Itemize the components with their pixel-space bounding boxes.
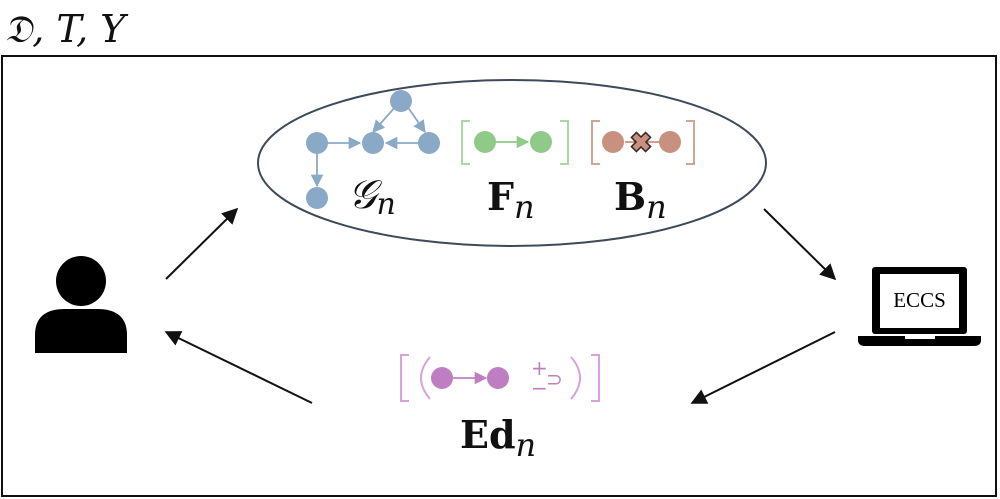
graph-node: [306, 187, 328, 209]
edit-label-main: Ed: [460, 412, 516, 457]
edit-label-sub: n: [516, 426, 537, 464]
forward-label: Fn: [487, 174, 535, 226]
forward-label-sub: n: [514, 188, 535, 226]
edit-bracket-right: [591, 354, 600, 402]
arrow-edit-to-user: [164, 331, 313, 404]
edit-minus-glyph: −: [531, 376, 548, 400]
arrow-model-to-system: [763, 208, 837, 281]
laptop-icon: ECCS: [858, 267, 981, 346]
graph-label: 𝒢n: [348, 172, 396, 222]
user-icon: [35, 256, 127, 353]
edit-node: [431, 367, 453, 389]
backward-label-main: B: [614, 174, 646, 219]
arrow-user-to-model: [165, 207, 239, 280]
graph-node: [306, 132, 328, 154]
graph-node: [362, 132, 384, 154]
edit-paren-left: [420, 356, 431, 400]
cross-icon: [630, 131, 652, 153]
edit-label: Edn: [460, 412, 536, 464]
edit-paren-right: [570, 356, 581, 400]
backward-node: [602, 131, 624, 153]
edit-plus-glyph: +: [531, 356, 548, 380]
backward-node: [659, 131, 681, 153]
forward-bracket-left: [461, 120, 470, 165]
forward-node: [474, 131, 496, 153]
backward-bracket-left: [591, 120, 600, 165]
graph-node: [390, 90, 412, 112]
backward-bracket-right: [686, 120, 695, 165]
backward-label: Bn: [614, 174, 667, 226]
edit-bracket-left: [400, 354, 409, 402]
graph-node: [418, 132, 440, 154]
graph-label-sub: n: [376, 187, 395, 222]
forward-edges: [461, 120, 569, 165]
model-ellipse: [257, 79, 767, 247]
causal-graph: [306, 90, 440, 209]
forward-bracket-right: [560, 120, 569, 165]
outer-frame: [1, 55, 997, 497]
backward-label-sub: n: [646, 188, 667, 226]
header-label: 𝔇, T, Y: [4, 7, 129, 51]
edit-set: + − ⊃: [400, 354, 600, 402]
edit-cycle-glyph: ⊃: [546, 367, 563, 391]
laptop-screen-text: ECCS: [893, 288, 946, 312]
backward-edges: [591, 120, 695, 165]
edit-node: [487, 367, 509, 389]
arrow-system-to-edit: [690, 331, 836, 404]
forward-node: [530, 131, 552, 153]
forward-label-main: F: [487, 174, 514, 219]
